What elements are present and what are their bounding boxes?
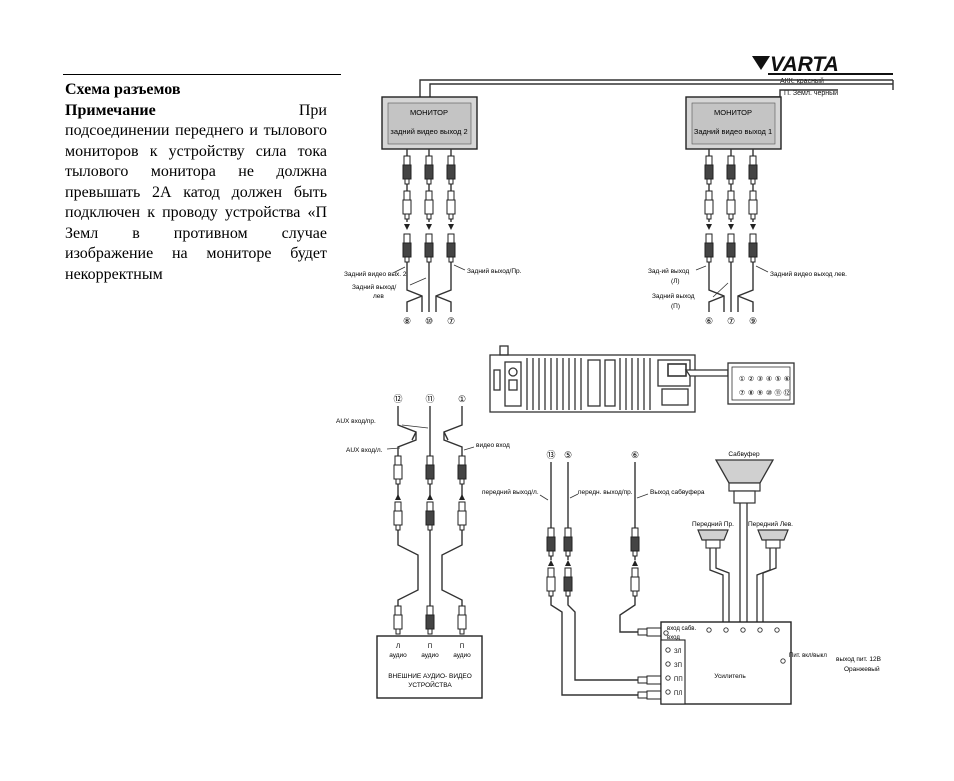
pin-3: ③ [757, 375, 763, 383]
pin-10: ⑩ [766, 389, 772, 397]
front-right-label: Передний Пр. [692, 520, 734, 528]
front-left-label: Передний Лев. [748, 520, 793, 528]
monitor-2-label-right: Задний выход/Пр. [467, 267, 522, 275]
monitor-2-title: МОНИТОР [410, 108, 448, 117]
pin-4: ④ [766, 375, 772, 383]
amp-name: Усилитель [714, 673, 746, 680]
front-pin-2: ⑤ [564, 450, 572, 460]
subwoofer: Сабвуфер [714, 450, 775, 622]
pin-12: ⑫ [784, 389, 791, 397]
monitor-1-subtitle: Задний видео выход 1 [694, 127, 772, 136]
amp-power: Пит. вкл/выкл [789, 653, 827, 659]
monitor-1-cables: ⑥ ⑦ ⑨ Зад-ий выход (Л) Задний выход (П) … [648, 149, 847, 326]
pin-9: ⑨ [757, 389, 763, 397]
monitor-1-pin-3: ⑨ [749, 316, 757, 326]
front-label-sub: Выход сабвуфера [650, 488, 705, 496]
monitor-1-label-l: Зад-ий выход [648, 267, 689, 275]
pin-8: ⑧ [748, 389, 754, 397]
note-heading: Примечание При [65, 101, 327, 121]
ext-col-p: П [428, 643, 433, 650]
front-pin-1: ⑬ [546, 450, 555, 460]
amp-out-1: выход пит. 12В [836, 656, 881, 663]
front-output-cables: ⑬ ⑤ ⑥ передний выход/л. передн. выход/пр… [482, 450, 705, 700]
pin-11: ⑪ [775, 389, 782, 397]
front-pin-3: ⑥ [631, 450, 639, 460]
header-rule [63, 74, 341, 75]
amp-sub-in: вход сабв. [667, 626, 696, 632]
monitor-2-pin-3: ⑦ [447, 316, 455, 326]
note-label: Примечание [65, 102, 156, 119]
aux-pin-2: ⑪ [425, 394, 434, 404]
connector-pinout: ① ② ③ ④ ⑤ ⑥ ⑦ ⑧ ⑨ ⑩ ⑪ ⑫ [727, 362, 795, 405]
monitor-1-label-p: Задний выход [652, 292, 695, 300]
monitor-2-pin-2: ⑩ [425, 316, 433, 326]
front-label-p: передн. выход/пр. [578, 489, 633, 496]
external-devices-box: Л П П аудио аудио аудио ВНЕШНИЕ АУДИО- В… [376, 635, 483, 699]
aux-label-l: AUX вход/л. [346, 447, 383, 454]
amp-pp: ПП [674, 677, 683, 683]
amp-in: вход [667, 635, 680, 641]
pin-7: ⑦ [739, 389, 745, 397]
ext-title-1: ВНЕШНИЕ АУДИО- ВИДЕО [388, 673, 472, 680]
acc-label: АКК. красный [780, 77, 824, 85]
monitor-2-cables: ⑧ ⑩ ⑦ Задний видео вых. 2 Задний выход/ … [344, 149, 522, 326]
aux-pin-1: ⑫ [393, 394, 402, 404]
note-first-word: При [298, 102, 327, 119]
front-label-l: передний выход/л. [482, 488, 539, 496]
ext-col-l: Л [396, 643, 400, 650]
monitor-1: МОНИТОР Задний видео выход 1 [685, 96, 782, 150]
aux-label-pr: AUX вход/пр. [336, 418, 376, 425]
front-speakers: Передний Пр. Передний Лев. [692, 520, 793, 622]
aux-pin-3: ① [458, 394, 466, 404]
note-text: подсоединении переднего и тылового монит… [65, 122, 327, 283]
amplifier: вход сабв. вход ЗЛ ЗП ПП ПЛ Усилитель Пи… [660, 621, 881, 705]
subwoofer-label: Сабвуфер [728, 450, 760, 458]
monitor-2-label-left: Задний выход/ [352, 283, 397, 291]
monitor-2-pin-1: ⑧ [403, 316, 411, 326]
ground-label: П. Земл. черный [784, 89, 838, 97]
pin-2: ② [748, 375, 754, 383]
amp-zl: ЗЛ [674, 649, 682, 655]
monitor-1-pin-2: ⑦ [727, 316, 735, 326]
ext-title-2: УСТРОЙСТВА [408, 680, 452, 689]
monitor-2-label-left2: лев [373, 293, 384, 300]
ext-col-p-sub: аудио [421, 652, 439, 659]
monitor-1-pin-1: ⑥ [705, 316, 713, 326]
head-unit-rear [489, 345, 729, 413]
ext-col-v-sub: аудио [453, 652, 471, 659]
monitor-1-label-l2: (Л) [671, 278, 680, 285]
monitor-2-label-video: Задний видео вых. 2 [344, 270, 407, 278]
pin-1: ① [739, 375, 745, 383]
ext-col-v: П [460, 643, 465, 650]
monitor-1-label-video: Задний видео выход лев. [770, 270, 847, 278]
pin-6: ⑥ [784, 375, 790, 383]
pin-5: ⑤ [775, 375, 781, 383]
monitor-2-subtitle: задний видео выход 2 [390, 127, 467, 136]
amp-out-2: Оранжевый [844, 665, 880, 673]
aux-cables: ⑫ ⑪ ① AUX вход/пр. AUX вход/л. видео вхо… [336, 394, 510, 635]
amp-pl: ПЛ [674, 691, 682, 697]
amp-zp: ЗП [674, 663, 682, 669]
aux-label-video: видео вход [476, 442, 510, 449]
ext-col-l-sub: аудио [389, 652, 407, 659]
section-title: Схема разъемов [65, 81, 181, 98]
brand-name: VARTA [770, 53, 839, 76]
monitor-1-title: МОНИТОР [714, 108, 752, 117]
monitor-1-label-p2: (П) [671, 303, 680, 310]
varta-logo: VARTA [752, 53, 893, 76]
monitor-2: МОНИТОР задний видео выход 2 [381, 96, 478, 150]
